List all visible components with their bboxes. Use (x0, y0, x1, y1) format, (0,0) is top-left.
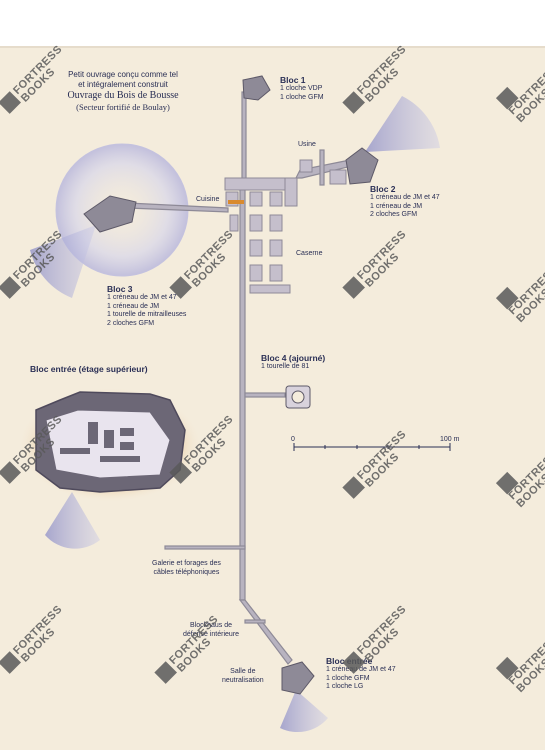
salle-line: Salle de (230, 668, 256, 675)
bloc2-name: Bloc 2 (370, 184, 396, 194)
entree-item: 1 créneau de JM et 47 (326, 666, 396, 673)
title-line3: Ouvrage du Bois de Bousse (67, 90, 179, 101)
inset-title: Bloc entrée (étage supérieur) (30, 364, 148, 374)
scale-end: 100 m (440, 436, 460, 443)
map-title: Petit ouvrage conçu comme tel et intégra… (28, 70, 218, 113)
bloc3-item: 1 tourelle de mitrailleuses (107, 311, 187, 318)
blockhaus-label: Blockhaus de défense intérieure (183, 622, 239, 639)
galerie-line: câbles téléphoniques (153, 568, 220, 576)
bloc2-item: 1 créneau de JM (370, 202, 423, 210)
combat-blocks (83, 75, 379, 695)
bloc4-turret (285, 385, 311, 409)
bloc3-item: 1 créneau de JM (107, 302, 160, 310)
bloc1-block (242, 75, 271, 101)
entree-item: 1 cloche GFM (326, 674, 370, 682)
bloc3-firing-arc (30, 225, 96, 298)
galerie-line: Galerie et forages des (152, 560, 221, 567)
entree-item: 1 cloche LG (326, 683, 364, 690)
bloc4-label: Bloc 4 (ajourné) 1 tourelle de 81 (261, 353, 325, 372)
title-line2: et intégralement construit (78, 80, 168, 89)
bloc2-item: 1 créneau de JM et 47 (370, 194, 440, 201)
bloc1-item: 1 cloche GFM (280, 93, 324, 101)
bloc4-item: 1 tourelle de 81 (261, 363, 310, 370)
bloc3-item: 1 créneau de JM et 47 (107, 294, 177, 301)
caserne-label: Caserne (296, 250, 323, 257)
bloc1-label: Bloc 1 1 cloche VDP 1 cloche GFM (280, 75, 324, 102)
blockhaus-line: Blockhaus de (190, 622, 233, 629)
cuisine-room (228, 200, 244, 204)
bloc2-firing-arc (365, 96, 440, 152)
title-line4: (Secteur fortifié de Boulay) (76, 102, 170, 112)
bloc3-name: Bloc 3 (107, 284, 133, 294)
bloc3-item: 2 cloches GFM (107, 319, 155, 327)
bloc1-name: Bloc 1 (280, 75, 306, 85)
bloc1-item: 1 cloche VDP (280, 85, 323, 92)
bloc2-label: Bloc 2 1 créneau de JM et 47 1 créneau d… (370, 184, 440, 220)
usine-label: Usine (298, 141, 316, 148)
salle-label: Salle de neutralisation (222, 668, 264, 685)
entree-firing-arc (280, 690, 328, 733)
entree-block (281, 661, 315, 695)
blockhaus-line: défense intérieure (183, 630, 240, 638)
title-line1: Petit ouvrage conçu comme tel (68, 70, 178, 79)
cuisine-label: Cuisine (196, 196, 220, 203)
inset-firing-arc (45, 492, 100, 549)
scale-bar (293, 443, 451, 451)
scale-start: 0 (291, 436, 295, 443)
caserne-rooms (224, 159, 347, 294)
salle-line: neutralisation (222, 676, 264, 684)
galerie-label: Galerie et forages des câbles téléphoniq… (152, 560, 221, 577)
bloc4-name: Bloc 4 (ajourné) (261, 353, 326, 363)
page-edge (0, 46, 545, 48)
inset-rooms (60, 422, 140, 462)
bloc3-label: Bloc 3 1 créneau de JM et 47 1 créneau d… (107, 284, 186, 328)
bloc3-block (83, 195, 137, 233)
bloc2-item: 2 cloches GFM (370, 211, 418, 218)
bloc2-block (345, 147, 379, 185)
